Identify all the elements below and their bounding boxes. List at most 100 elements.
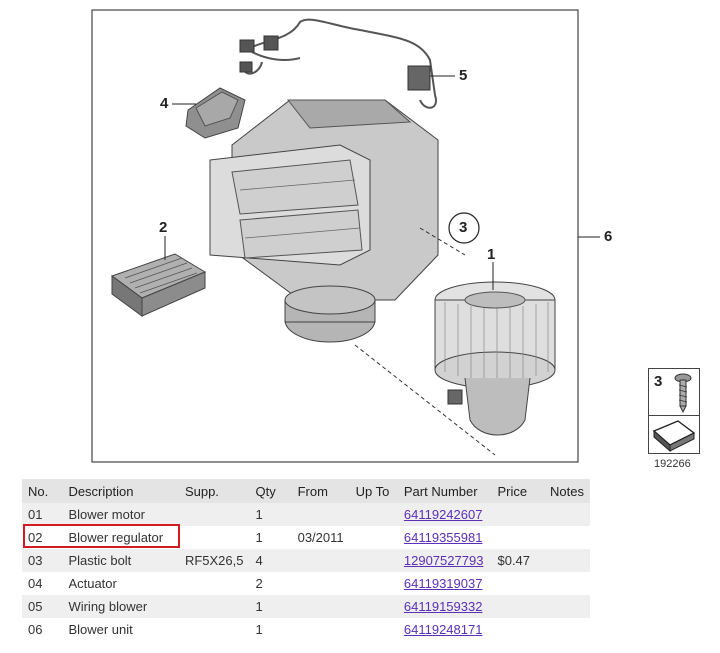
cell-part-number: 64119319037 bbox=[397, 572, 492, 595]
cell-no: 01 bbox=[22, 503, 63, 526]
cell-up-to bbox=[349, 503, 398, 526]
wiring-connector bbox=[407, 65, 431, 91]
blower-motor bbox=[434, 281, 556, 436]
callout-5: 5 bbox=[459, 67, 468, 84]
part-number-link[interactable]: 64119242607 bbox=[403, 507, 483, 522]
cell-up-to bbox=[349, 618, 398, 641]
header-from: From bbox=[291, 479, 350, 503]
cell-no: 04 bbox=[22, 572, 63, 595]
table-row: 02 Blower regulator 1 03/2011 6411935598… bbox=[22, 526, 590, 549]
cell-up-to bbox=[349, 572, 398, 595]
header-no: No. bbox=[22, 479, 63, 503]
cell-description: Actuator bbox=[62, 572, 179, 595]
blower-unit-housing bbox=[209, 99, 439, 343]
table-row: 05 Wiring blower 1 64119159332 bbox=[22, 595, 590, 618]
callout-3: 3 bbox=[459, 219, 468, 236]
cell-notes bbox=[544, 595, 590, 618]
cell-supp bbox=[178, 618, 250, 641]
cell-from bbox=[291, 618, 350, 641]
table-row: 04 Actuator 2 64119319037 bbox=[22, 572, 590, 595]
cell-no: 02 bbox=[22, 526, 63, 549]
callout-6: 6 bbox=[604, 228, 613, 245]
cell-from bbox=[291, 503, 350, 526]
cell-supp bbox=[178, 572, 250, 595]
screw-symbol-box: 3 bbox=[648, 368, 700, 454]
cell-qty: 1 bbox=[249, 503, 292, 526]
cell-part-number: 64119248171 bbox=[397, 618, 492, 641]
cell-no: 05 bbox=[22, 595, 63, 618]
cell-from: 03/2011 bbox=[291, 526, 350, 549]
cell-price bbox=[491, 595, 545, 618]
cell-notes bbox=[544, 503, 590, 526]
cell-price bbox=[491, 618, 545, 641]
header-up-to: Up To bbox=[349, 479, 398, 503]
cell-price bbox=[491, 503, 545, 526]
callout-circle-3 bbox=[448, 212, 480, 244]
part-number-link[interactable]: 64119355981 bbox=[403, 530, 483, 545]
cell-part-number: 12907527793 bbox=[397, 549, 492, 572]
part-number-link[interactable]: 64119159332 bbox=[403, 599, 483, 614]
cell-qty: 1 bbox=[249, 618, 292, 641]
cell-notes bbox=[544, 549, 590, 572]
header-qty: Qty bbox=[249, 479, 292, 503]
cell-up-to bbox=[349, 595, 398, 618]
cell-qty: 2 bbox=[249, 572, 292, 595]
cell-supp bbox=[178, 526, 250, 549]
cell-price: $0.47 bbox=[491, 549, 545, 572]
callout-2: 2 bbox=[159, 219, 168, 236]
image-id-label: 192266 bbox=[654, 458, 691, 470]
cell-description: Wiring blower bbox=[62, 595, 179, 618]
wiring-plug bbox=[239, 39, 255, 53]
callout-1: 1 bbox=[487, 246, 496, 263]
part-number-link[interactable]: 64119248171 bbox=[403, 622, 483, 637]
parts-table: No. Description Supp. Qty From Up To Par… bbox=[22, 479, 590, 641]
screw-icon bbox=[674, 373, 692, 413]
leader-lines bbox=[354, 227, 496, 456]
wiring-plug bbox=[239, 61, 253, 73]
cell-supp: RF5X26,5 bbox=[178, 549, 250, 572]
screw-symbol-number: 3 bbox=[654, 373, 663, 390]
blower-regulator bbox=[110, 253, 207, 317]
part-number-link[interactable]: 12907527793 bbox=[403, 553, 484, 568]
cell-qty: 1 bbox=[249, 595, 292, 618]
table-row: 01 Blower motor 1 64119242607 bbox=[22, 503, 590, 526]
cell-description: Blower motor bbox=[62, 503, 179, 526]
wiring-plug bbox=[263, 35, 279, 51]
table-row: 03 Plastic bolt RF5X26,5 4 12907527793 $… bbox=[22, 549, 590, 572]
table-row: 06 Blower unit 1 64119248171 bbox=[22, 618, 590, 641]
header-price: Price bbox=[491, 479, 545, 503]
cell-price bbox=[491, 526, 545, 549]
cell-part-number: 64119355981 bbox=[397, 526, 492, 549]
header-part-number: Part Number bbox=[397, 479, 492, 503]
cell-notes bbox=[544, 618, 590, 641]
cell-part-number: 64119159332 bbox=[397, 595, 492, 618]
cell-no: 06 bbox=[22, 618, 63, 641]
parts-diagram bbox=[91, 9, 600, 463]
cell-supp bbox=[178, 595, 250, 618]
cell-description: Blower regulator bbox=[62, 526, 179, 549]
cell-from bbox=[291, 595, 350, 618]
cell-up-to bbox=[349, 549, 398, 572]
cell-description: Blower unit bbox=[62, 618, 179, 641]
cell-qty: 4 bbox=[249, 549, 292, 572]
cell-description: Plastic bolt bbox=[62, 549, 179, 572]
header-description: Description bbox=[62, 479, 179, 503]
cell-notes bbox=[544, 526, 590, 549]
cell-notes bbox=[544, 572, 590, 595]
cell-from bbox=[291, 572, 350, 595]
callout-4: 4 bbox=[160, 95, 169, 112]
callout-lines bbox=[164, 75, 600, 290]
cell-up-to bbox=[349, 526, 398, 549]
cell-price bbox=[491, 572, 545, 595]
cell-supp bbox=[178, 503, 250, 526]
cell-from bbox=[291, 549, 350, 572]
cell-qty: 1 bbox=[249, 526, 292, 549]
actuator bbox=[185, 87, 246, 139]
page-flip-icon bbox=[652, 420, 696, 453]
table-header-row: No. Description Supp. Qty From Up To Par… bbox=[22, 479, 590, 503]
header-supp: Supp. bbox=[178, 479, 250, 503]
cell-part-number: 64119242607 bbox=[397, 503, 492, 526]
header-notes: Notes bbox=[544, 479, 590, 503]
part-number-link[interactable]: 64119319037 bbox=[403, 576, 483, 591]
cell-no: 03 bbox=[22, 549, 63, 572]
